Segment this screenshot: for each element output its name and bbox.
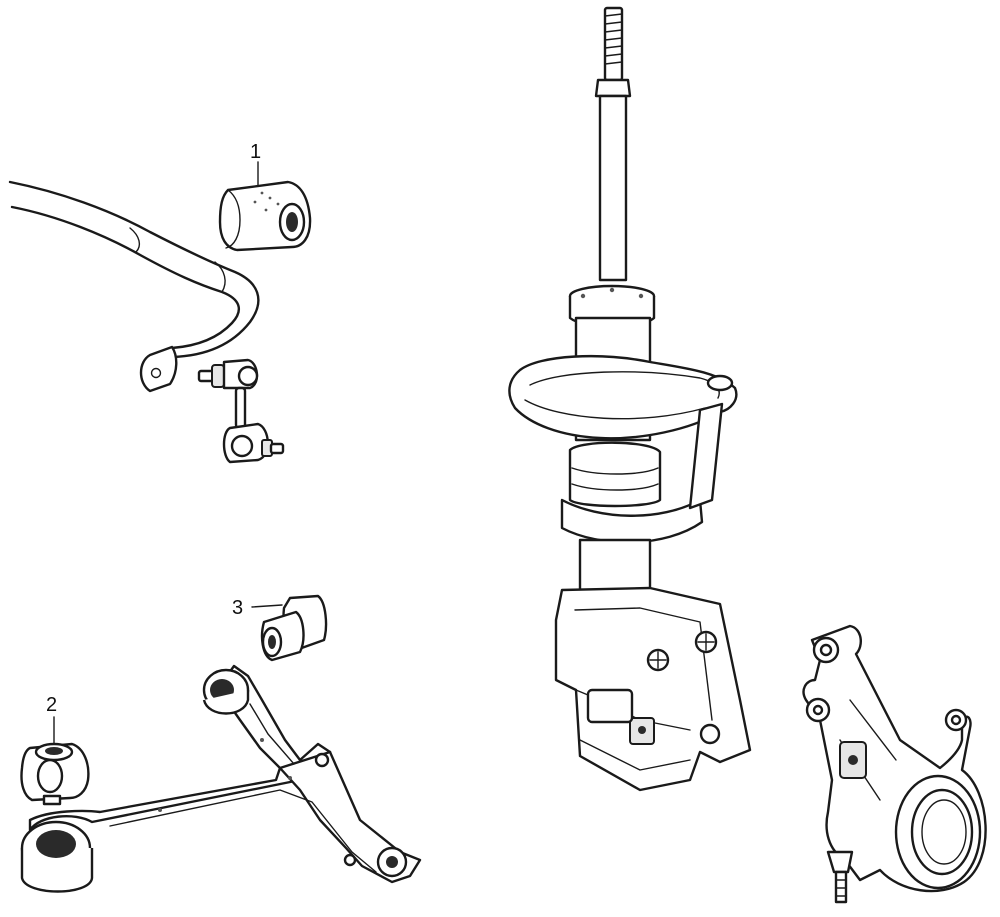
callout-2-label: 2 [46, 694, 57, 716]
callout-1-label: 1 [250, 141, 261, 163]
lower-arm-front-bushing [20, 742, 90, 806]
lower-arm-rear-bushing [260, 594, 328, 662]
strut-bracket [554, 586, 752, 792]
strut-assembly [508, 6, 752, 792]
steering-knuckle [802, 624, 987, 904]
stabilizer-bushing [218, 180, 312, 252]
callout-3-leader [251, 604, 283, 608]
callout-leaders [53, 161, 283, 745]
callout-3-label: 3 [232, 597, 243, 619]
stabilizer-bar [8, 180, 260, 393]
piston-rod [598, 94, 628, 282]
strut-thread [603, 6, 624, 82]
lower-control-arm [20, 664, 422, 893]
stabilizer-link [197, 358, 285, 464]
